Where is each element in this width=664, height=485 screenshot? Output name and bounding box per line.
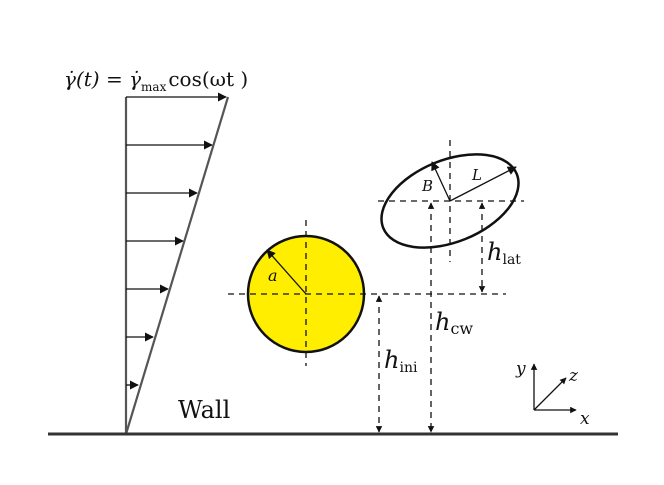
profile-line [124,96,230,435]
shear-profile [124,92,230,435]
ellipse-major-arrow [449,166,517,202]
formula-rhs: cos(ωt ) [168,67,248,91]
ellipse: L B [378,140,524,262]
formula-lhs: γ̇(t) = γ̇ [64,67,141,91]
z-axis-arrow [533,377,567,411]
sphere-radius-arrow [266,249,307,295]
h-lat-label: hlat [487,238,521,268]
sphere: a [228,220,506,366]
coordinate-axes: y z x [515,359,590,429]
sphere-radius-label: a [268,266,278,285]
wall-label: Wall [178,396,230,424]
x-axis-label: x [580,409,590,429]
height-dimensions: hini hcw hlat [375,202,521,433]
z-axis-label: z [568,366,579,386]
ellipse-major-label: L [471,166,482,184]
h-ini-label: hini [384,346,418,376]
ellipse-minor-label: B [421,177,433,195]
ellipse-minor-arrow [431,161,451,202]
formula-subscript: max [141,80,167,94]
h-cw-label: hcw [435,308,473,338]
y-axis-label: y [515,359,526,379]
